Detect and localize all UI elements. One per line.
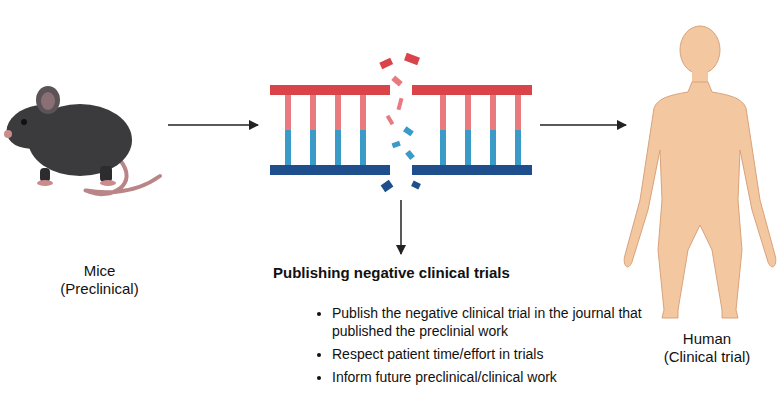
bullet-item: Respect patient time/effort in trials xyxy=(332,345,668,363)
flow-arrow xyxy=(540,124,626,126)
species-label: Human (Clinical trial) xyxy=(662,330,752,366)
bullet-item: Inform future preclinical/clinical work xyxy=(332,368,668,386)
species-label: Mice (Preclinical) xyxy=(52,262,147,298)
human-figure xyxy=(624,26,776,318)
broken-dna xyxy=(270,53,532,192)
outcome-box: Publishing negative clinical trialsPubli… xyxy=(268,264,668,391)
bullet-item: Publish the negative clinical trial in t… xyxy=(332,304,668,340)
flow-arrow xyxy=(168,124,258,126)
heading: Publishing negative clinical trials xyxy=(268,264,668,282)
label-text: Human (Clinical trial) xyxy=(662,330,752,366)
label-text: Mice (Preclinical) xyxy=(52,262,147,298)
mouse-figure xyxy=(2,86,160,194)
bullet-list: Publish the negative clinical trial in t… xyxy=(268,304,668,386)
flow-arrow xyxy=(400,200,402,254)
